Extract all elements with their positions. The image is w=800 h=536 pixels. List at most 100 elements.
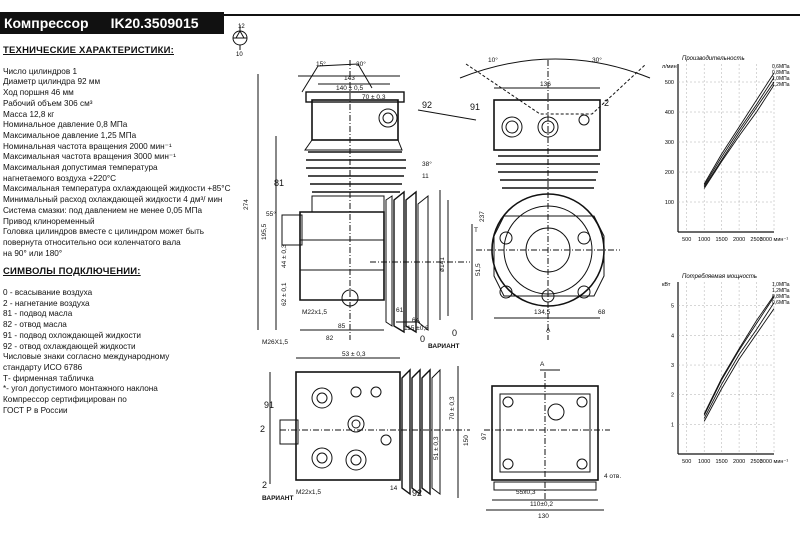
x-tick-label: 3000 мин⁻¹	[760, 459, 789, 465]
connection-symbol-icon	[232, 25, 248, 50]
series-line	[703, 77, 775, 186]
symbols-item: стандарту ИСО 6786	[3, 362, 83, 372]
label-55deg: 55°	[266, 210, 276, 218]
y-tick-label: 200	[665, 170, 674, 176]
label-15deg: 15°	[316, 60, 326, 68]
specs-item: Ход поршня 46 мм	[3, 88, 74, 98]
label-bot-m22: M22x1,5	[296, 489, 321, 496]
specs-item: Диаметр цилиндра 92 мм	[3, 77, 101, 87]
label-bot-2: 2	[260, 424, 265, 434]
label-10deg: 10°	[488, 56, 498, 64]
series-line	[703, 308, 775, 422]
y-axis-label: кВт	[662, 282, 671, 288]
series-label: 0,6МПа	[772, 300, 790, 306]
x-tick-label: 500	[682, 237, 691, 243]
x-tick-label: 3000 мин⁻¹	[760, 237, 789, 243]
specs-item: Минимальный расход охлаждающей жидкости …	[3, 195, 223, 205]
label-51: 51,5	[475, 263, 482, 276]
label-143: 143	[344, 75, 355, 82]
x-tick-label: 2500	[750, 237, 762, 243]
specs-item: Максимальная допустимая температура	[3, 163, 158, 173]
label-bot-0: 0	[420, 334, 425, 344]
label-t: T	[474, 227, 478, 234]
label-62: 62 ± 0,1	[281, 282, 288, 306]
series-label: 1,2МПа	[772, 82, 790, 88]
label-bot-51: 51 ± 0,3	[433, 436, 440, 460]
x-tick-label: 2000	[733, 237, 745, 243]
label-bot-92: 92	[412, 488, 422, 498]
chart-title: Потребляемая мощность	[682, 274, 757, 280]
label-141: ø141	[439, 257, 446, 272]
x-tick-label: 2000	[733, 459, 745, 465]
label-variant-2: ВАРИАНТ	[262, 495, 293, 502]
symbols-heading: СИМВОЛЫ ПОДКЛЮЧЕНИИ:	[3, 266, 141, 278]
symbols-item: 2 - нагнетание воздуха	[3, 298, 90, 308]
label-30deg-b: 30°	[592, 56, 602, 64]
series-line	[703, 296, 775, 416]
product-title: Компрессор	[4, 15, 89, 31]
label-a: A	[546, 327, 551, 334]
x-tick-label: 2500	[750, 459, 762, 465]
drawing-labels: 15° 30° 143 140 ± 0,5 70 ± 0,3 92 91 2 1…	[243, 56, 621, 520]
side-view	[257, 60, 477, 340]
label-m26: M26X1,5	[262, 339, 288, 346]
label-237: 237	[479, 211, 486, 222]
specs-item: нагнетаемого воздуха +220°С	[3, 173, 117, 183]
chart-title: Производительность	[682, 56, 745, 62]
label-130: 130	[538, 513, 549, 520]
symbols-item: Компрессор сертифицирован по	[3, 395, 127, 405]
label-115: 115 ±0,8	[404, 325, 429, 332]
label-97: 97	[481, 432, 488, 440]
symbols-item: Т- фирменная табличка	[3, 373, 94, 383]
label-274: 274	[243, 199, 250, 210]
specs-item: Число цилиндров 1	[3, 66, 78, 76]
y-tick-label: 4	[671, 333, 674, 339]
label-134: 134,5	[534, 309, 551, 316]
label-44: 44 ± 0,3	[281, 244, 288, 268]
label-m22: M22x1,5	[302, 309, 327, 316]
label-4-holes: 4 отв.	[604, 473, 621, 480]
y-tick-label: 5	[671, 304, 674, 310]
label-53: 53 ± 0,3	[342, 351, 366, 358]
y-tick-label: 100	[665, 200, 674, 206]
series-label: 0,6МПа	[772, 64, 790, 70]
symbols-item: ГОСТ Р в России	[3, 405, 68, 415]
section-a-view	[484, 369, 610, 511]
specs-heading: ТЕХНИЧЕСКИЕ ХАРАКТЕРИСТИКИ:	[3, 45, 174, 56]
specs-item: повернута относительно оси коленчатого в…	[3, 237, 181, 247]
y-tick-label: 3	[671, 363, 674, 369]
symbols-item: 81 - подвод масла	[3, 309, 73, 319]
label-2: 2	[604, 98, 609, 108]
series-label: 0,8МПа	[772, 70, 790, 76]
front-view	[459, 58, 651, 340]
icon-label-10: 10	[236, 52, 243, 58]
label-variant: ВАРИАНТ	[428, 343, 459, 350]
specs-item: Система смазки: под давлением не менее 0…	[3, 205, 203, 215]
label-92: 92	[422, 100, 432, 110]
icon-label-12: 12	[238, 24, 245, 30]
series-label: 0,8МПа	[772, 294, 790, 300]
y-axis-label: л/мин	[662, 64, 677, 70]
y-tick-label: 300	[665, 140, 674, 146]
series-label: 1,2МПа	[772, 288, 790, 294]
label-61: 61	[396, 307, 404, 314]
header-rule	[0, 14, 800, 16]
x-tick-label: 1000	[698, 237, 710, 243]
symbols-item: 91 - подвод охлождающей жидкости	[3, 330, 142, 340]
specs-item: Номинальная частота вращения 2000 мин⁻¹	[3, 141, 172, 151]
top-view	[269, 357, 470, 498]
label-70: 70 ± 0,3	[362, 94, 386, 101]
label-55: 55x0,3	[516, 489, 536, 496]
label-14: 14	[390, 485, 398, 492]
series-line	[703, 295, 775, 415]
x-tick-label: 500	[682, 459, 691, 465]
specs-item: Максимальная температура охлаждающей жид…	[3, 184, 231, 194]
specs-item: Номинальное давление 0,8 МПа	[3, 120, 128, 130]
label-91: 91	[470, 102, 480, 112]
label-64: 64	[412, 317, 420, 324]
symbols-item: 0 - всасывание воздуха	[3, 288, 93, 298]
specs-item: Максимальное давление 1,25 МПа	[3, 130, 137, 140]
